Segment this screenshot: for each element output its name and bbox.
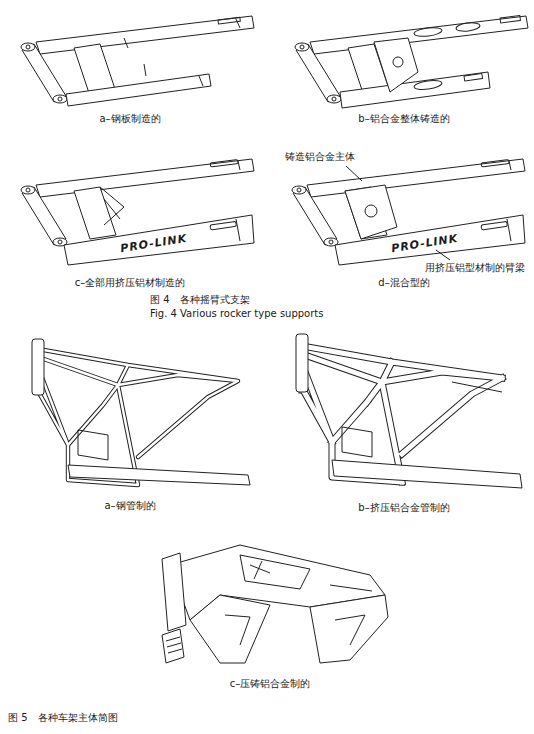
figure-caption: 图 5 各种车架主体简图 bbox=[8, 712, 118, 724]
caption-label: c–压铸铝合金制的 bbox=[230, 678, 311, 690]
caption-label: b–铝合金整体铸造的 bbox=[358, 113, 449, 125]
figure-caption: 图 4 各种摇臂式支架 bbox=[150, 294, 250, 306]
leader-line bbox=[436, 250, 450, 260]
callout-label: 用挤压铝型材制的臂梁 bbox=[424, 262, 526, 274]
caption-label: a–钢板制造的 bbox=[99, 113, 160, 125]
caption-label: a–钢管制的 bbox=[104, 500, 155, 512]
caption-label: d–混合型的 bbox=[378, 277, 429, 289]
figure-caption-english: Fig. 4 Various rocker type supports bbox=[150, 308, 323, 320]
caption-label: b–挤压铝合金管制的 bbox=[358, 502, 449, 514]
leader-line bbox=[346, 166, 362, 181]
caption-label: c–全部用挤压铝材制造的 bbox=[75, 277, 186, 289]
callout-label: 铸造铝合金主体 bbox=[284, 151, 356, 163]
